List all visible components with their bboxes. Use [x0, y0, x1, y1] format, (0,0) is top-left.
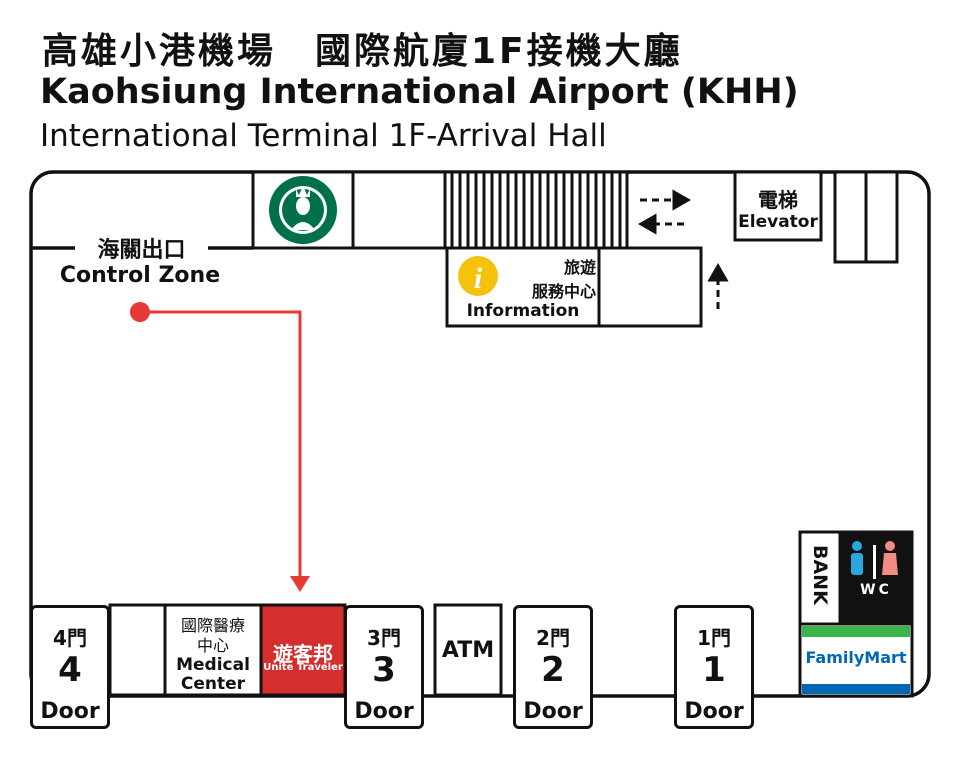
door-2-label-en: Door: [523, 699, 583, 724]
door-2-label-zh: 2門: [536, 626, 570, 650]
information-label-en: Information: [466, 301, 580, 321]
escalator-arrows: [637, 189, 729, 312]
door-4-label-en: Door: [40, 699, 100, 724]
door-1: 1門 1 Door: [674, 605, 754, 729]
unite-traveler-label-en: Unite Traveler: [263, 662, 343, 673]
information-icon: i: [458, 256, 498, 296]
unite-traveler-label-zh: 遊客邦: [273, 642, 333, 666]
door-3-label-zh: 3門: [367, 626, 401, 650]
information-label-zh-1: 旅遊: [563, 258, 596, 277]
door-3-label-en: Door: [354, 699, 414, 724]
medical-label-zh-1: 國際醫療: [180, 616, 245, 635]
door-1-label-zh: 1門: [697, 626, 731, 650]
door-1-number: 1: [702, 650, 726, 690]
map-subtitle: International Terminal 1F-Arrival Hall: [40, 118, 607, 154]
door-3-number: 3: [372, 650, 396, 690]
elevator-label-en: Elevator: [738, 212, 818, 232]
atm-box: [433, 603, 503, 697]
atm-label: ATM: [441, 638, 495, 663]
door-2-number: 2: [541, 650, 565, 690]
door-4-number: 4: [58, 650, 82, 690]
control-zone-label-en: Control Zone: [59, 263, 221, 288]
door-3: 3門 3 Door: [344, 605, 424, 729]
svg-text:i: i: [474, 262, 483, 295]
door-4-label-zh: 4門: [53, 626, 87, 650]
starbucks-logo-icon: [269, 176, 337, 244]
route-to-unite-traveler: [130, 302, 310, 592]
information-side-box: [597, 246, 703, 328]
door-4: 4門 4 Door: [30, 605, 110, 729]
information-label-zh-2: 服務中心: [531, 282, 596, 301]
control-zone-label-zh: 海關出口: [97, 238, 186, 263]
route-arrowhead: [290, 576, 310, 592]
escalator: [443, 170, 629, 250]
elevator-box: [733, 170, 823, 242]
familymart-label: FamilyMart: [805, 648, 907, 667]
store-space: [108, 603, 167, 697]
elevator-label-zh: 電梯: [758, 188, 798, 212]
medical-label-en-2: Center: [180, 674, 246, 694]
medical-center-box: [163, 603, 263, 697]
medical-label-en-1: Medical: [176, 655, 250, 675]
map-title-chinese: 高雄小港機場 國際航廈1F接機大廳: [42, 31, 683, 72]
restroom-icon: [851, 541, 898, 579]
medical-label-zh-2: 中心: [196, 636, 229, 655]
start-point-marker: [130, 302, 150, 322]
door-2: 2門 2 Door: [513, 605, 593, 729]
bank-label: BANK: [809, 545, 831, 605]
door-1-label-en: Door: [684, 699, 744, 724]
wc-label: WC: [860, 582, 892, 598]
store-space: [351, 170, 447, 250]
map-title-english: Kaohsiung International Airport (KHH): [40, 72, 799, 112]
